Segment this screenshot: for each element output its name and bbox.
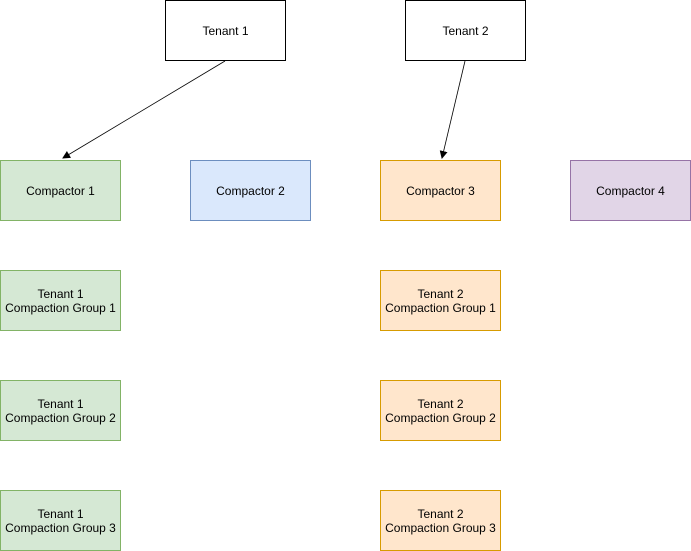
tenant-1-compaction-group-3-node: Tenant 1 Compaction Group 3 — [0, 490, 121, 551]
tenant-1-compaction-group-2-node: Tenant 1 Compaction Group 2 — [0, 380, 121, 441]
tenant-1-compaction-group-1-node: Tenant 1 Compaction Group 1 — [0, 270, 121, 331]
edge-tenant2-to-compactor3 — [439, 60, 466, 159]
compactor-3-node: Compactor 3 — [380, 160, 501, 221]
group-tenant-label: Tenant 2 — [417, 396, 464, 411]
compactor-2-label: Compactor 2 — [216, 183, 285, 198]
tenant-2-compaction-group-3-node: Tenant 2 Compaction Group 3 — [380, 490, 501, 551]
group-name-label: Compaction Group 2 — [385, 410, 496, 425]
group-name-label: Compaction Group 1 — [5, 300, 116, 315]
group-tenant-label: Tenant 1 — [37, 506, 84, 521]
tenant-2-label: Tenant 2 — [442, 23, 489, 38]
group-name-label: Compaction Group 2 — [5, 410, 116, 425]
compactor-1-node: Compactor 1 — [0, 160, 121, 221]
group-name-label: Compaction Group 3 — [385, 520, 496, 535]
tenant-1-node: Tenant 1 — [165, 0, 286, 61]
group-tenant-label: Tenant 1 — [37, 286, 84, 301]
tenant-2-compaction-group-1-node: Tenant 2 Compaction Group 1 — [380, 270, 501, 331]
compactor-2-node: Compactor 2 — [190, 160, 311, 221]
tenant-2-node: Tenant 2 — [405, 0, 526, 61]
group-tenant-label: Tenant 2 — [417, 286, 464, 301]
compactor-4-label: Compactor 4 — [596, 183, 665, 198]
group-tenant-label: Tenant 1 — [37, 396, 84, 411]
group-name-label: Compaction Group 1 — [385, 300, 496, 315]
compactor-4-node: Compactor 4 — [570, 160, 691, 221]
compactor-1-label: Compactor 1 — [26, 183, 95, 198]
tenant-2-compaction-group-2-node: Tenant 2 Compaction Group 2 — [380, 380, 501, 441]
tenant-1-label: Tenant 1 — [202, 23, 249, 38]
edge-tenant1-to-compactor1 — [62, 60, 226, 159]
compactor-3-label: Compactor 3 — [406, 183, 475, 198]
group-tenant-label: Tenant 2 — [417, 506, 464, 521]
group-name-label: Compaction Group 3 — [5, 520, 116, 535]
